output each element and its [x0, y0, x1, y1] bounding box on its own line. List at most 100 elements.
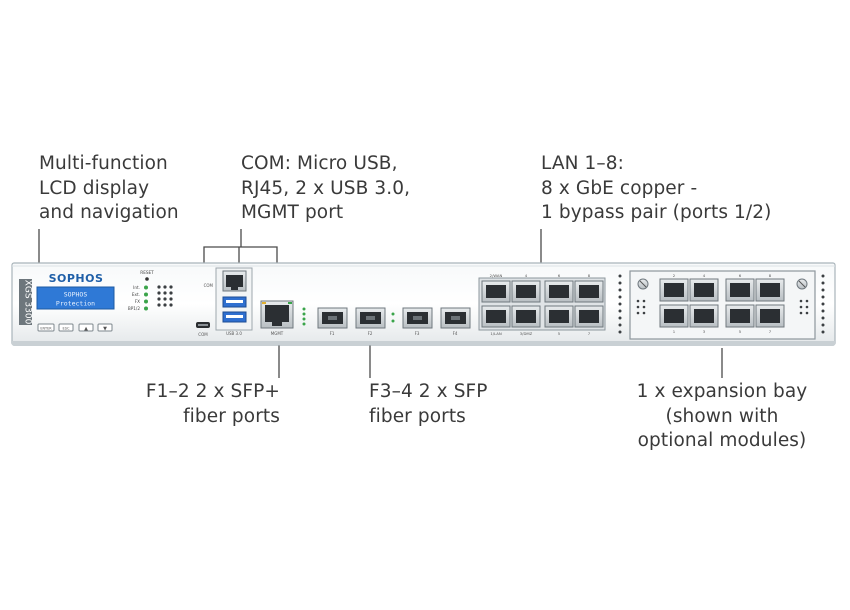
exp-label-bottom-4: 7 [769, 329, 772, 334]
reset-button[interactable] [145, 277, 149, 281]
expansion-port-5[interactable] [725, 304, 755, 328]
lan-port-4[interactable] [511, 280, 541, 303]
micro-usb-port[interactable] [196, 322, 210, 328]
f2-label: F2 [368, 331, 373, 336]
callout-expansion-line-1: 1 x expansion bay [636, 381, 808, 402]
lcd-line-2: Protection [56, 300, 95, 308]
exp-label-top-1: 2 [673, 273, 676, 278]
callout-expansion: 1 x expansion bay (shown with optional m… [612, 380, 832, 454]
lcd-line-1: SOPHOS [64, 291, 88, 299]
mgmt-port[interactable] [260, 300, 294, 329]
f1-label: F1 [330, 331, 335, 336]
led-label-bp: BP1/2 [128, 306, 140, 311]
callout-com-line-3: MGMT port [241, 202, 344, 223]
svg-text:▼: ▼ [103, 326, 107, 332]
com-usb-stack [215, 267, 253, 331]
exp-label-top-4: 8 [769, 273, 772, 278]
callout-com-line-1: COM: Micro USB, [241, 153, 398, 174]
callout-com-line-2: RJ45, 2 x USB 3.0, [241, 177, 411, 199]
callout-expansion-line-3: optional modules) [637, 430, 807, 451]
lan-port-6[interactable] [544, 280, 574, 303]
usb-label: USB 3.0 [226, 331, 242, 336]
vent-grille-left [157, 285, 173, 307]
lan-port-7[interactable] [574, 305, 604, 328]
expansion-port-6[interactable] [725, 278, 755, 302]
expansion-port-7[interactable] [755, 304, 785, 328]
expansion-port-3[interactable] [689, 304, 719, 328]
lan-port-8[interactable] [574, 280, 604, 303]
svg-text:ESC: ESC [62, 326, 70, 330]
led-label-int: Int. [133, 285, 140, 290]
enter-button[interactable]: ENTER [37, 323, 55, 332]
sfp-port-f3[interactable] [402, 307, 433, 329]
led-bp [144, 306, 148, 311]
callout-com: COM: Micro USB, RJ45, 2 x USB 3.0, MGMT … [241, 152, 410, 226]
f3-label: F3 [415, 331, 420, 336]
led-label-fx: FX [135, 299, 140, 304]
com-rj45-port[interactable] [222, 270, 247, 292]
lan-port-5[interactable] [544, 305, 574, 328]
callout-lan-line-2: 8 x GbE copper - [541, 177, 698, 199]
expansion-port-1[interactable] [659, 304, 689, 328]
lan-label-top-4: 8 [588, 273, 591, 278]
callout-sfp-line-1: F3–4 2 x SFP [369, 381, 488, 402]
callout-lan-line-1: LAN 1–8: [541, 153, 624, 174]
callout-sfp: F3–4 2 x SFP fiber ports [369, 380, 488, 429]
lan-port-3[interactable] [511, 305, 541, 328]
led-label-ext: Ext. [132, 292, 140, 297]
down-button[interactable]: ▼ [97, 323, 113, 332]
expansion-port-4[interactable] [689, 278, 719, 302]
model-label: XGS 3300 [23, 280, 33, 325]
led-ext [144, 292, 148, 297]
callout-sfp-plus-line-2: fiber ports [183, 405, 280, 427]
callout-sfp-line-2: fiber ports [369, 405, 466, 427]
sfp-status-leds [302, 307, 395, 326]
led-fx [144, 299, 148, 304]
lan-label-top-2: 4 [525, 273, 528, 278]
callout-expansion-line-2: (shown with [665, 405, 779, 427]
callout-sfp-plus: F1–2 2 x SFP+ fiber ports [120, 380, 280, 429]
status-leds: Int. Ext. FX BP1/2 [128, 285, 148, 311]
callout-lan: LAN 1–8: 8 x GbE copper - 1 bypass pair … [541, 152, 771, 226]
svg-text:▲: ▲ [84, 326, 88, 332]
callout-lcd-line-3: and navigation [39, 202, 179, 223]
expansion-bay [629, 270, 816, 340]
lan-label-top-3: 6 [558, 273, 561, 278]
exp-label-bottom-2: 3 [703, 329, 706, 334]
esc-button[interactable]: ESC [58, 323, 74, 332]
lan-port-block [478, 277, 606, 331]
usb3-port-1[interactable] [222, 296, 247, 308]
exp-label-bottom-1: 1 [673, 329, 676, 334]
led-int [144, 285, 148, 290]
sfp-plus-port-f2[interactable] [355, 307, 386, 329]
mgmt-label: MGMT [271, 331, 284, 336]
lcd-display: SOPHOS Protection [36, 286, 115, 310]
callout-lcd-line-1: Multi-function [39, 153, 168, 174]
exp-label-top-3: 6 [739, 273, 742, 278]
lan-label-bottom-2: 3/DMZ [520, 331, 533, 336]
brand-logo: SOPHOS [49, 272, 104, 285]
sfp-port-f4[interactable] [440, 307, 471, 329]
lan-port-1[interactable] [481, 305, 511, 328]
expansion-port-8[interactable] [755, 278, 785, 302]
nav-buttons: ENTER ESC ▲ ▼ [37, 323, 113, 332]
usb3-port-2[interactable] [222, 311, 247, 323]
callout-sfp-plus-line-1: F1–2 2 x SFP+ [145, 381, 280, 402]
lan-label-bottom-1: 1/LAN [490, 331, 501, 336]
lan-label-bottom-4: 7 [588, 331, 591, 336]
callout-lcd: Multi-function LCD display and navigatio… [39, 152, 179, 226]
vent-strip [618, 274, 825, 334]
f4-label: F4 [453, 331, 458, 336]
lan-port-2[interactable] [481, 280, 511, 303]
expansion-port-2[interactable] [659, 278, 689, 302]
com-label: COM [204, 283, 214, 288]
sfp-plus-port-f1[interactable] [317, 307, 348, 329]
exp-label-bottom-3: 5 [739, 329, 742, 334]
callout-lcd-line-2: LCD display [39, 177, 150, 199]
exp-label-top-2: 4 [703, 273, 706, 278]
com-usb-label: COM [198, 332, 208, 337]
reset-label: RESET [140, 270, 154, 275]
up-button[interactable]: ▲ [78, 323, 94, 332]
lan-label-bottom-3: 5 [558, 331, 561, 336]
